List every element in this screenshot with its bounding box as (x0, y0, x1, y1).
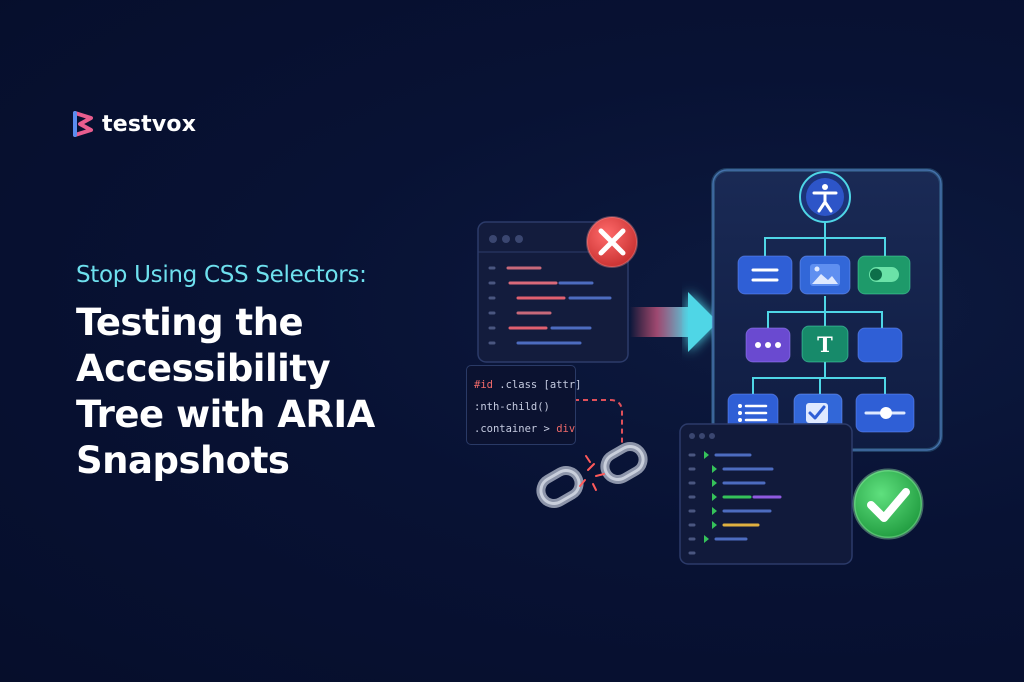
page-subtitle: Stop Using CSS Selectors: (76, 262, 367, 288)
logo-mark-icon (73, 111, 93, 137)
tree-node-more (745, 327, 791, 363)
code-token: .container > (474, 423, 557, 435)
check-icon (852, 468, 924, 540)
title-line: Tree with ARIA (76, 393, 375, 436)
code-line: #id .class [attr] (474, 374, 581, 396)
aria-snapshot-window (679, 423, 853, 565)
arrow-right-icon (630, 292, 718, 352)
close-icon (586, 216, 638, 268)
tree-node-checkbox (793, 393, 843, 433)
broken-link-icon (536, 442, 648, 508)
tree-node-letter: T (817, 332, 833, 357)
title-line: Accessibility (76, 347, 331, 390)
tree-node-toggle (857, 255, 911, 295)
accessibility-tree-panel: T (711, 168, 943, 452)
page-title: Testing the Accessibility Tree with ARIA… (76, 300, 456, 484)
code-token-id: #id (474, 379, 493, 391)
accessibility-icon (799, 171, 851, 223)
tree-node-box (857, 327, 903, 363)
tree-node-slider (855, 393, 915, 433)
brand-name: testvox (102, 111, 197, 137)
brand-logo: testvox (72, 110, 196, 138)
title-line: Snapshots (76, 439, 290, 482)
css-selector-snippet: #id .class [attr] :nth-child() .containe… (466, 365, 581, 445)
code-line: .container > div (474, 418, 575, 440)
tree-node-image (799, 255, 851, 295)
dashed-connector (565, 399, 623, 452)
code-token-div: div (556, 423, 576, 435)
title-line: Testing the (76, 301, 304, 344)
tree-node-text: T (801, 325, 849, 363)
code-line: :nth-child() (474, 401, 550, 413)
tree-node-list (727, 393, 779, 433)
code-token: .class [attr] (492, 379, 582, 391)
tree-node-menu (737, 255, 793, 295)
